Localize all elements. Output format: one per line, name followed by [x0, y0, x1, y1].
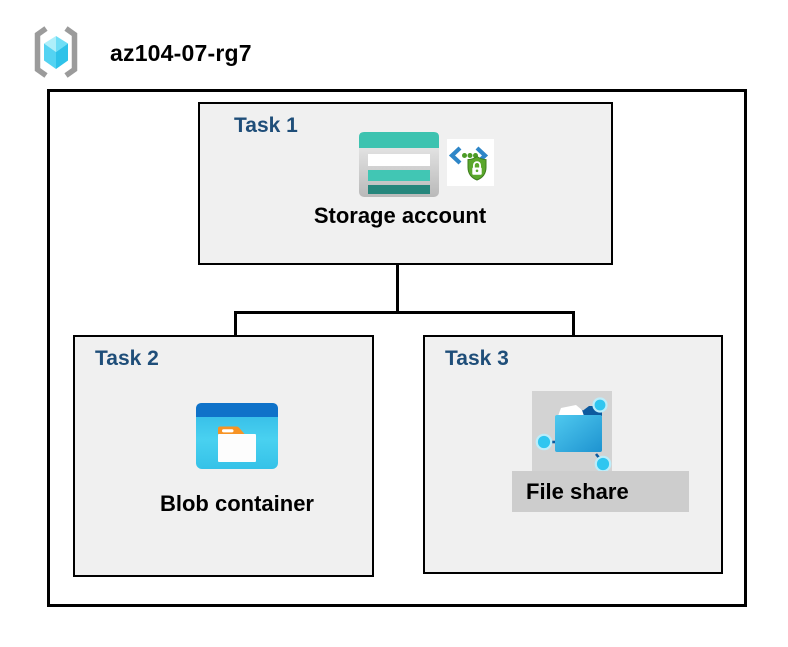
resource-group-name: az104-07-rg7: [110, 40, 252, 66]
connector-branch-horizontal: [234, 311, 575, 314]
task2-label: Task 2: [95, 347, 159, 370]
sas-security-icon: [447, 139, 494, 186]
task1-box: Task 1 Storage: [198, 102, 613, 265]
resource-group-icon: [34, 26, 78, 78]
blob-container-icon: [196, 403, 278, 469]
file-share-icon: [535, 397, 612, 473]
storage-account-label: Storage account: [313, 203, 487, 228]
task1-label: Task 1: [234, 114, 298, 137]
blob-container-label: Blob container: [159, 491, 314, 516]
task2-box: Task 2 Blob container: [73, 335, 374, 577]
file-share-label: File share: [512, 471, 689, 512]
file-share-icon-highlight: [532, 391, 612, 473]
connector-storage-trunk: [396, 238, 399, 312]
task3-box: Task 3 File share: [423, 335, 723, 574]
storage-account-icon: [359, 132, 439, 197]
task3-label: Task 3: [445, 347, 509, 370]
